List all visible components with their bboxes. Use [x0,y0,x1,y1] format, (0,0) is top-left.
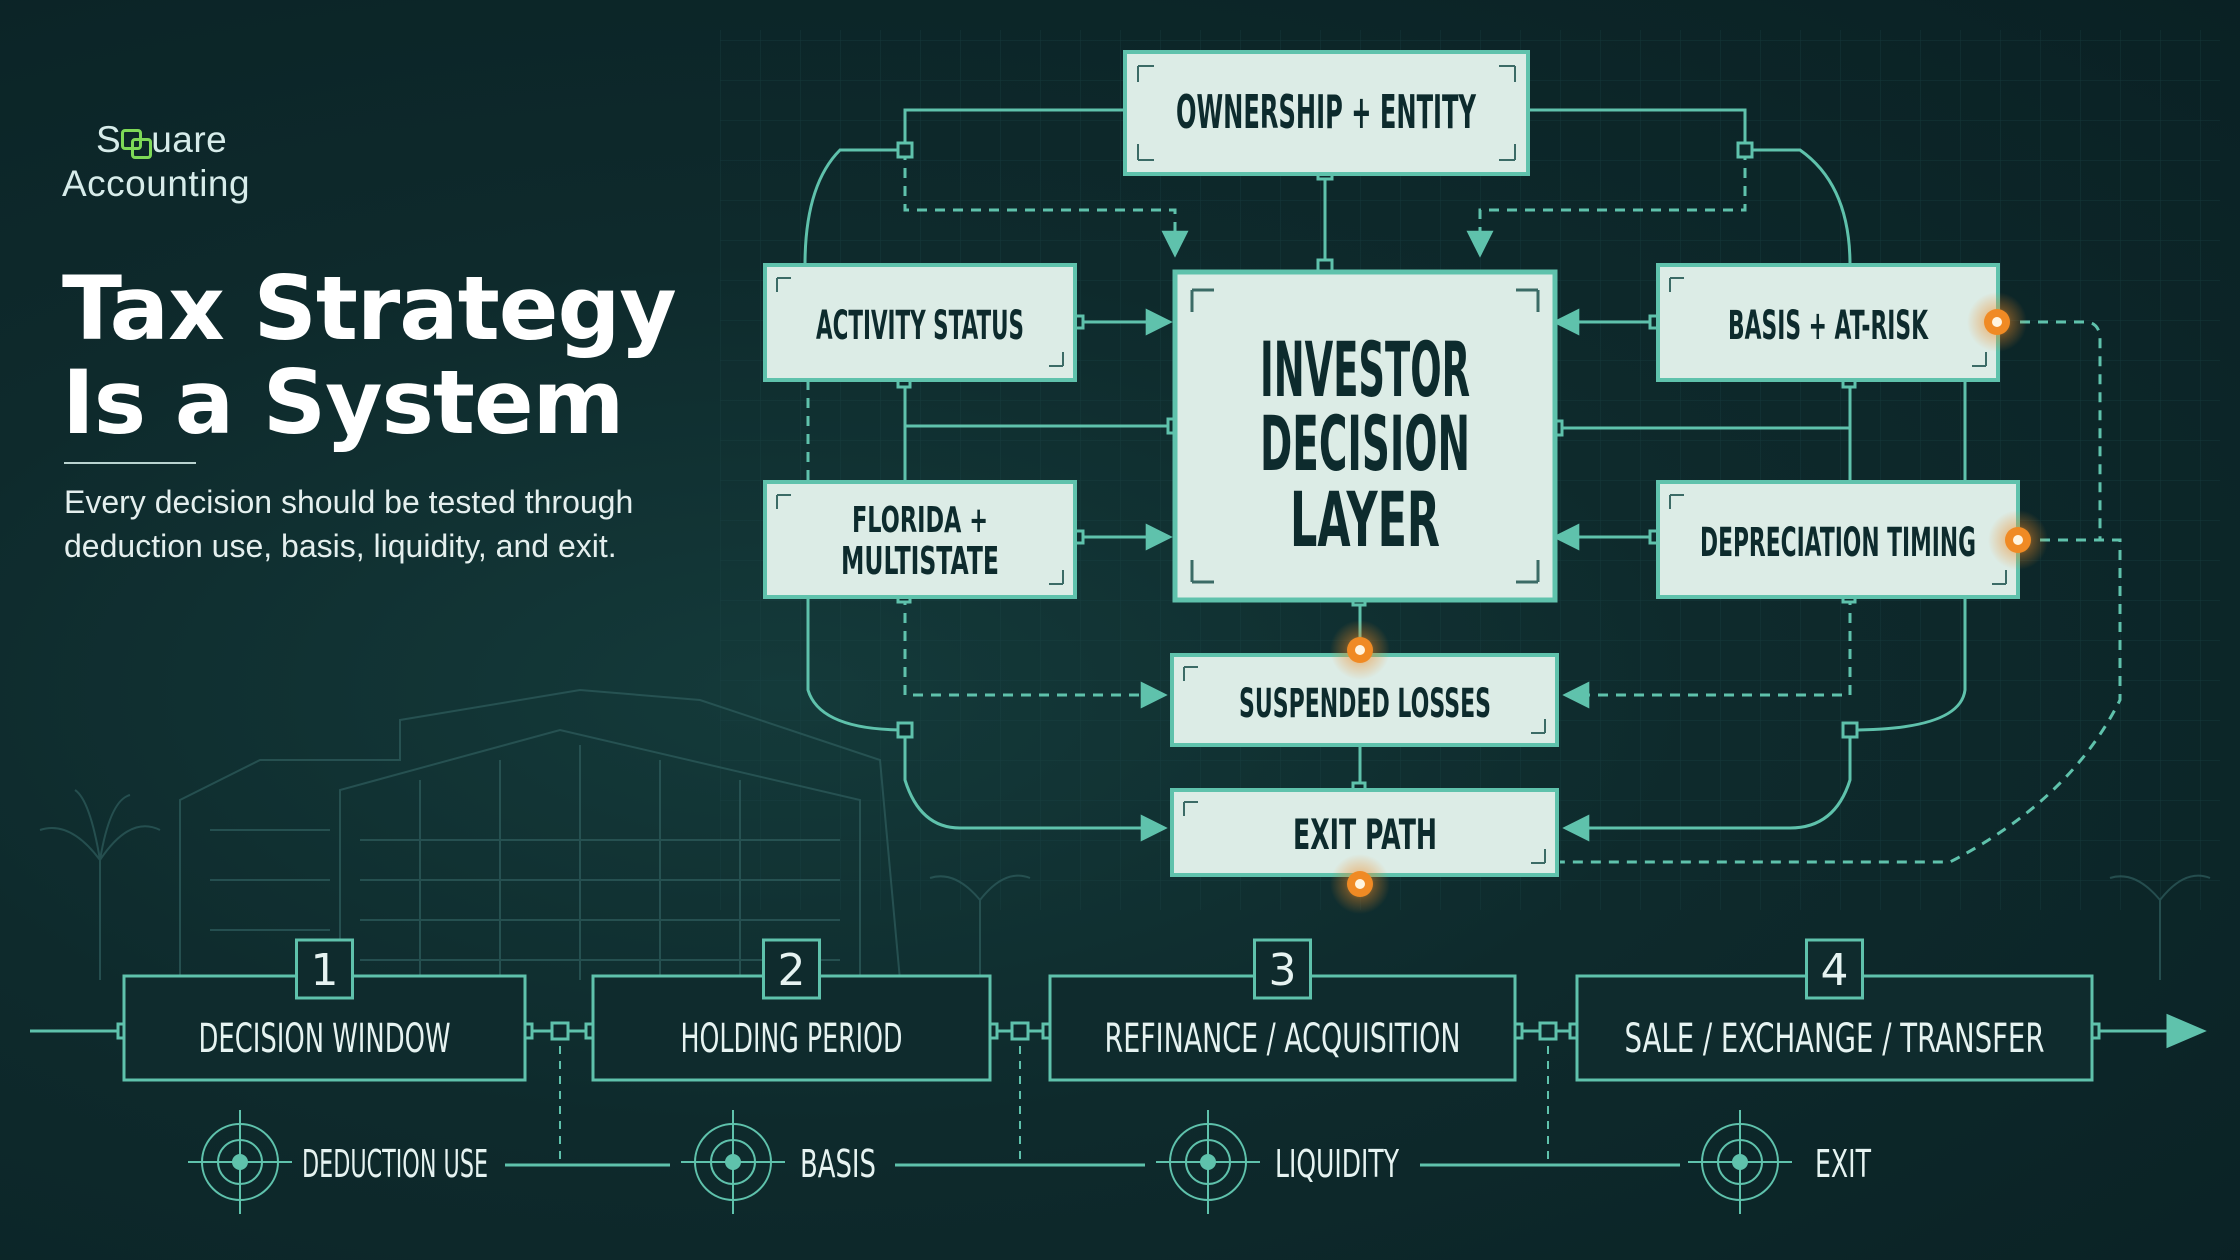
stage-label: SALE / EXCHANGE / TRANSFER [1625,1016,2045,1062]
stage-number: 1 [311,945,339,996]
title-divider [64,462,196,464]
target-icon [1688,1110,1792,1214]
test-label: EXIT [1815,1142,1872,1186]
subtitle: Every decision should be tested through … [64,480,764,568]
center-line-3: LAYER [1290,475,1440,564]
title-line-1: Tax Strategy [62,257,677,360]
activity-status-label: ACTIVITY STATUS [816,303,1024,349]
florida-line-2: MULTISTATE [841,539,999,583]
test-exit: EXIT [1688,1110,1872,1214]
highlight-dot-exit [1330,854,1390,914]
stage-number-badge [1253,938,1312,1000]
interlocking-squares-icon [121,129,153,159]
basis-at-risk-box: BASIS + AT-RISK [1656,263,2000,382]
center-line-2: DECISION [1260,399,1470,488]
basis-at-risk-label: BASIS + AT-RISK [1728,303,1929,349]
stage-number: 4 [1821,945,1849,996]
subtitle-line-2: deduction use, basis, liquidity, and exi… [64,528,617,564]
suspended-losses-label: SUSPENDED LOSSES [1239,681,1491,727]
stage-label: REFINANCE / ACQUISITION [1105,1016,1461,1062]
subtitle-line-1: Every decision should be tested through [64,484,634,520]
timeline-arrow-icon [2166,1013,2207,1049]
highlight-points [1330,292,2048,914]
activity-status-box: ACTIVITY STATUS [763,263,1077,382]
target-icon [188,1110,292,1214]
depreciation-timing-box: DEPRECIATION TIMING [1656,480,2020,599]
test-label: LIQUIDITY [1275,1142,1400,1186]
test-label: BASIS [800,1142,876,1186]
ownership-entity-box: OWNERSHIP + ENTITY [1123,50,1530,176]
stage-label: DECISION WINDOW [199,1016,451,1062]
florida-multistate-box: FLORIDA + MULTISTATE [763,480,1077,599]
depreciation-timing-label: DEPRECIATION TIMING [1700,520,1976,566]
stage-number-badge [1805,938,1864,1000]
ownership-entity-label: OWNERSHIP + ENTITY [1176,85,1476,139]
stage-number: 3 [1269,945,1297,996]
exit-path-label: EXIT PATH [1293,810,1437,859]
page-title: Tax Strategy Is a System [62,262,762,450]
building-sketch [39,688,2211,981]
target-icon [1156,1110,1260,1214]
target-icon [681,1110,785,1214]
brand-line-2: Accounting [62,163,251,204]
stage-number-badge [762,938,821,1000]
title-line-2: Is a System [62,351,624,454]
test-basis: BASIS [681,1110,876,1214]
highlight-dot-depreciation [1988,510,2048,570]
test-label: DEDUCTION USE [302,1142,488,1186]
stage-label: HOLDING PERIOD [681,1016,903,1062]
highlight-dot-center [1330,620,1390,680]
stage-number: 2 [778,945,806,996]
stage-number-badge [295,938,354,1000]
test-deduction-use: DEDUCTION USE [188,1110,488,1214]
highlight-dot-basis [1967,292,2027,352]
center-line-1: INVESTOR [1260,325,1470,414]
test-liquidity: LIQUIDITY [1156,1110,1400,1214]
investor-decision-layer-box: INVESTOR DECISION LAYER [1172,269,1558,603]
florida-line-1: FLORIDA + [852,500,988,541]
